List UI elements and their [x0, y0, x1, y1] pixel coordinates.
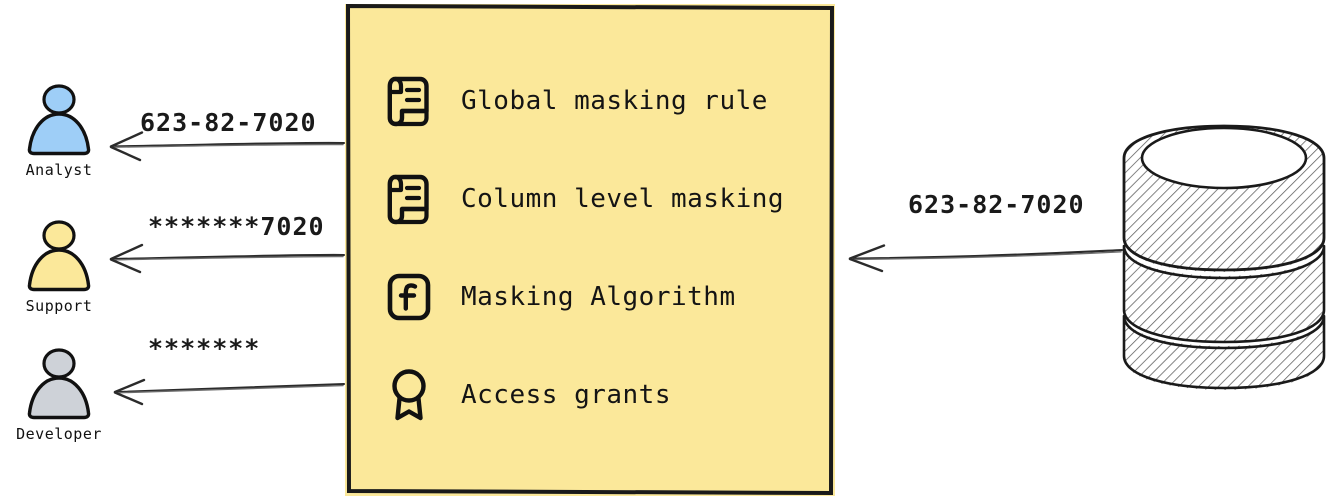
arrow-to-developer: *******: [100, 334, 350, 409]
actor-developer[interactable]: Developer: [4, 342, 114, 443]
actor-label: Developer: [16, 425, 102, 443]
database-icon: [1122, 124, 1326, 390]
arrow-to-developer-label: *******: [148, 334, 261, 363]
arrow-to-analyst-label: 623-82-7020: [140, 108, 317, 137]
arrow-from-database: 623-82-7020: [840, 190, 1130, 280]
person-icon: [27, 348, 91, 420]
arrow-line: [109, 131, 346, 162]
arrow-from-database-label: 623-82-7020: [908, 190, 1085, 219]
policy-item[interactable]: Masking Algorithm: [383, 248, 813, 346]
policy-item-label: Masking Algorithm: [461, 282, 736, 312]
arrow-line: [113, 378, 346, 406]
policy-item-label: Global masking rule: [461, 86, 768, 116]
actor-label: Support: [25, 297, 93, 315]
person-icon: [27, 220, 91, 292]
policy-item-list: Global masking rule Column level masking: [383, 52, 813, 444]
policy-item-label: Column level masking: [461, 184, 785, 214]
scroll-icon: [383, 72, 435, 130]
actor-label: Analyst: [25, 161, 93, 179]
policy-item[interactable]: Access grants: [383, 346, 813, 444]
arrow-to-support-label: *******7020: [148, 212, 325, 241]
arrow-line: [109, 243, 346, 274]
actor-support[interactable]: Support: [4, 214, 114, 315]
masking-policy-panel: Global masking rule Column level masking: [345, 4, 835, 496]
scroll-icon: [383, 170, 435, 228]
arrow-to-analyst: 623-82-7020: [100, 108, 350, 168]
arrow-line: [848, 244, 1124, 273]
award-icon: [383, 366, 435, 424]
actor-analyst[interactable]: Analyst: [4, 78, 114, 179]
policy-item[interactable]: Global masking rule: [383, 52, 813, 150]
function-icon: [383, 268, 435, 326]
arrow-to-support: *******7020: [100, 212, 350, 282]
policy-item[interactable]: Column level masking: [383, 150, 813, 248]
database-cylinder[interactable]: [1118, 120, 1330, 395]
policy-item-label: Access grants: [461, 380, 671, 410]
person-icon: [27, 84, 91, 156]
